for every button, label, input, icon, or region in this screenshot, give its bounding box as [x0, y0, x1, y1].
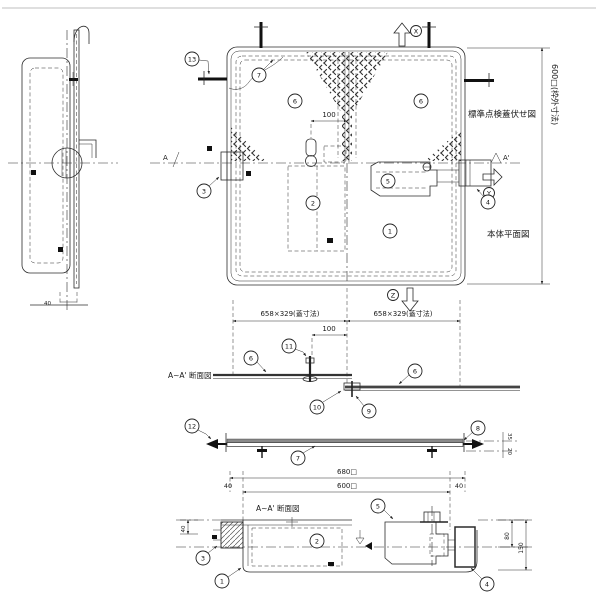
dim-cover-left: 658×329(蓋寸法) — [260, 309, 319, 318]
dim-height-80: 80 — [504, 532, 511, 540]
balloon-9: 9 — [355, 395, 377, 419]
dim-inner-width: 600□ — [337, 482, 357, 490]
svg-text:2: 2 — [311, 200, 315, 208]
balloon-3-section: 3 — [195, 545, 218, 566]
balloon-12: 12 — [184, 418, 212, 440]
direction-down-marker — [387, 289, 399, 301]
svg-text:10: 10 — [313, 404, 321, 412]
body-section-view: A~A' 断面図 — [176, 498, 532, 592]
balloon-1-section: 1 — [214, 567, 242, 589]
dim-flange-40: 40 — [181, 525, 187, 532]
svg-text:9: 9 — [367, 408, 371, 416]
svg-text:8: 8 — [476, 425, 480, 433]
svg-text:Z: Z — [391, 292, 396, 300]
balloon-4-plan: 4 — [476, 188, 496, 210]
svg-text:1: 1 — [220, 578, 224, 586]
balloon-6-section-right: 6 — [398, 363, 423, 385]
svg-text:6: 6 — [413, 368, 417, 376]
dim-margin-right: 40 — [455, 482, 463, 490]
section-aa-title-top: A~A' 断面図 — [168, 370, 212, 380]
cover-plan-title: 標準点検蓋伏せ図 — [468, 109, 536, 120]
balloon-3-plan: 3 — [196, 176, 220, 199]
balloon-6-section-left: 6 — [243, 350, 267, 373]
svg-text:6: 6 — [293, 98, 297, 106]
svg-text:6: 6 — [419, 98, 423, 106]
dim-overall-width: 680□ — [337, 468, 357, 476]
balloon-7-bar: 7 — [290, 445, 316, 466]
side-view: 40 — [8, 25, 118, 310]
dim-cover-right: 658×329(蓋寸法) — [373, 309, 432, 318]
svg-text:6: 6 — [249, 355, 253, 363]
level-mark — [355, 530, 372, 550]
balloon-5-plan — [380, 173, 396, 189]
balloon-6-left — [287, 93, 303, 109]
balloon-4-section: 4 — [470, 567, 495, 592]
svg-text:5: 5 — [376, 503, 380, 511]
svg-text:5: 5 — [386, 178, 390, 186]
svg-text:7: 7 — [257, 72, 261, 80]
section-marker-a: A — [163, 154, 168, 162]
svg-text:3: 3 — [201, 555, 205, 563]
balloon-7-plan: 7 — [251, 59, 274, 83]
svg-text:1: 1 — [388, 228, 392, 236]
dim-bar-upper: 35 — [506, 433, 512, 440]
balloon-10: 10 — [309, 390, 342, 415]
balloon-11: 11 — [281, 338, 307, 357]
balloon-1-plan — [382, 223, 398, 239]
balloon-2-plan — [305, 195, 321, 211]
balloon-13: 13 — [184, 51, 210, 75]
cover-section-view: 658×329(蓋寸法) 658×329(蓋寸法) 100 11 6 6 10 — [168, 288, 520, 419]
svg-text:4: 4 — [485, 581, 489, 589]
dim-hinge-offset: 100 — [322, 325, 335, 333]
svg-text:3: 3 — [202, 188, 206, 196]
balloon-6-right — [413, 93, 429, 109]
svg-text:13: 13 — [188, 56, 196, 64]
dim-frame-outer: 600□(枠外寸法) — [550, 64, 560, 125]
svg-text:X: X — [414, 28, 419, 36]
svg-text:12: 12 — [188, 423, 196, 431]
balloon-5-section: 5 — [370, 498, 394, 520]
svg-text:4: 4 — [486, 199, 490, 207]
section-marker-a2: A' — [503, 154, 510, 162]
svg-text:2: 2 — [315, 538, 319, 546]
direction-up-marker — [410, 25, 422, 37]
hatch-right — [425, 129, 461, 161]
body-plan-title: 本体平面図 — [487, 229, 530, 240]
balloon-2-section — [309, 533, 325, 549]
section-aa-title-bottom: A~A' 断面図 — [256, 503, 300, 513]
plan-view: A A' 100 — [150, 22, 560, 312]
hatch-top — [306, 52, 388, 161]
open-direction-down-arrow — [401, 287, 419, 312]
dim-margin-left: 40 — [224, 482, 232, 490]
bottom-dimensions: 680□ 600□ 40 40 — [224, 468, 466, 530]
open-direction-right-arrow — [482, 168, 503, 186]
svg-text:Y: Y — [486, 190, 491, 198]
balloon-8: 8 — [463, 420, 486, 441]
open-direction-up-arrow — [393, 22, 411, 47]
dim-side-gap: 40 — [44, 301, 51, 307]
svg-text:11: 11 — [285, 343, 293, 351]
hatch-left — [231, 127, 267, 161]
anchor-mark — [69, 78, 78, 81]
bar-section-view: 35 20 12 8 7 — [184, 418, 520, 466]
svg-text:7: 7 — [296, 455, 300, 463]
dim-plan-100: 100 — [322, 111, 335, 119]
dim-height-150: 150 — [518, 542, 525, 554]
dim-bar-lower: 20 — [506, 448, 512, 455]
